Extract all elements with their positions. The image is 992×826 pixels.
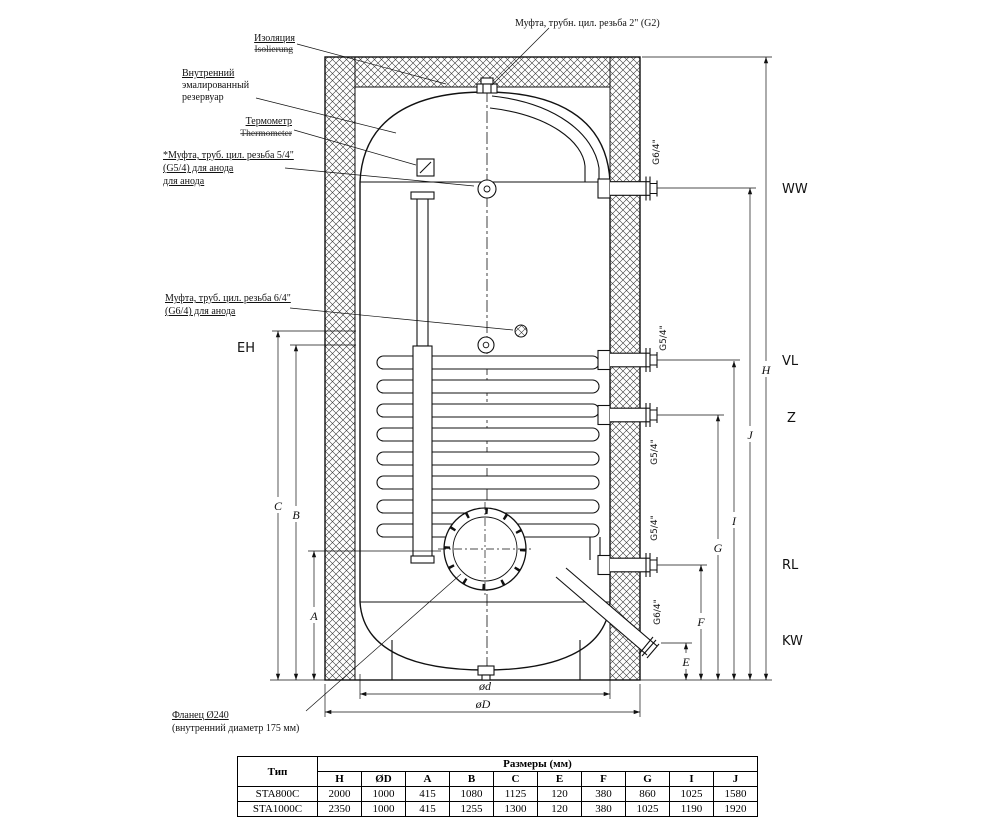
insulation-right [609, 56, 641, 681]
callout-g2: Муфта, трубн. цил. резьба 2" (G2) [515, 18, 660, 29]
callout-insulation-de: Isolierung [254, 45, 293, 55]
cell: 415 [405, 786, 450, 802]
cell: 1000 [361, 786, 406, 802]
thread-labels: G6/4" G5/4" G5/4" G5/4" G6/4" [650, 139, 669, 625]
callout-thermometer-de: Thermometer [240, 129, 293, 139]
cell: 2350 [317, 801, 362, 817]
col-H: H [317, 771, 362, 787]
heater-sleeve-tube [410, 191, 435, 564]
cell: 380 [581, 786, 626, 802]
label-eh: EH [237, 341, 255, 356]
col-F: F [581, 771, 626, 787]
tank-top-dome [359, 91, 611, 183]
dim-d-small: ød [478, 679, 492, 693]
label-kw: KW [782, 634, 803, 649]
cell: 1255 [449, 801, 494, 817]
col-G: G [625, 771, 670, 787]
dim-J: J [747, 428, 753, 442]
thread-vl: G5/4" [659, 325, 669, 351]
tank-bottom-dome [359, 601, 611, 671]
callout-tank-3: резервуар [182, 92, 224, 103]
insulation [324, 56, 641, 681]
dim-E: E [681, 655, 690, 669]
col-E: E [537, 771, 582, 787]
label-rl: RL [782, 558, 799, 573]
cell: 860 [625, 786, 670, 802]
col-J: J [713, 771, 758, 787]
thread-kw: G6/4" [653, 599, 663, 625]
dim-H: H [761, 363, 772, 377]
ww-riser-pipe [489, 95, 600, 182]
dimension-letters: H J I G F E C B A ød øD [271, 361, 773, 711]
callout-flange-1: Фланец Ø240 [172, 710, 229, 721]
anode [514, 324, 528, 338]
cell: 1000 [361, 801, 406, 817]
thread-rl: G5/4" [650, 515, 660, 541]
col-OD: ØD [361, 771, 406, 787]
callout-flange-2: (внутренний диаметр 175 мм) [172, 723, 299, 734]
callouts: Муфта, трубн. цил. резьба 2" (G2) Изоляц… [163, 18, 660, 734]
callout-g54-1: *Муфта, труб. цил. резьба 5/4" [163, 150, 294, 161]
dim-B: B [292, 508, 300, 522]
cell: 2000 [317, 786, 362, 802]
insulation-left [324, 56, 356, 681]
g2-top-fitting [476, 77, 498, 94]
callout-tank-1: Внутренний [182, 68, 235, 79]
callout-g64-2: (G6/4) для анода [165, 306, 236, 317]
thread-mid: G5/4" [650, 439, 660, 465]
col-A: A [405, 771, 450, 787]
label-vl: VL [782, 354, 799, 369]
cell: 415 [405, 801, 450, 817]
callout-g64-1: Муфта, труб. цил. резьба 6/4" [165, 293, 291, 304]
col-C: C [493, 771, 538, 787]
dimensions-table: Тип Размеры (мм) H ØD A B C E F G I J ST… [237, 756, 758, 817]
callout-g54-3: для анода [163, 176, 205, 187]
bottom-fitting [391, 640, 581, 681]
dim-d-big: øD [475, 697, 491, 711]
callout-insulation: Изоляция [254, 33, 295, 44]
table-row: STA1000C 2350 1000 415 1255 1300 120 380… [237, 801, 758, 817]
cell: 1190 [669, 801, 714, 817]
coupling-g64 [477, 336, 495, 354]
extension-lines [270, 56, 772, 717]
cell: 1080 [449, 786, 494, 802]
leader-lines [255, 27, 550, 712]
kw-outlet-pipe [555, 567, 660, 659]
flange [438, 502, 532, 596]
table-row: STA800C 2000 1000 415 1080 1125 120 380 … [237, 786, 758, 802]
coupling-g54 [477, 179, 497, 199]
dim-C: C [274, 499, 283, 513]
callout-tank-2: эмалированный [182, 80, 250, 91]
dim-G: G [714, 541, 723, 555]
thermometer [416, 158, 435, 177]
col-B: B [449, 771, 494, 787]
cell: 120 [537, 786, 582, 802]
label-z: Z [787, 411, 796, 426]
connection-labels: WW VL Z RL KW [782, 182, 808, 649]
cell: 1580 [713, 786, 758, 802]
table-caption: Размеры (мм) [317, 756, 758, 772]
table-header-type: Тип [237, 756, 318, 787]
label-ww: WW [782, 182, 808, 197]
col-I: I [669, 771, 714, 787]
cell: 1025 [669, 786, 714, 802]
dim-F: F [696, 615, 705, 629]
anode-couplings [477, 179, 528, 354]
cell: 1025 [625, 801, 670, 817]
callout-g54-2: (G5/4) для анода [163, 163, 234, 174]
model-name: STA800C [237, 786, 318, 802]
cell: 380 [581, 801, 626, 817]
cell: 1125 [493, 786, 538, 802]
cell: 120 [537, 801, 582, 817]
cell: 1300 [493, 801, 538, 817]
thread-ww: G6/4" [652, 139, 662, 165]
dim-I: I [731, 514, 737, 528]
model-name: STA1000C [237, 801, 318, 817]
cell: 1920 [713, 801, 758, 817]
dim-A: A [309, 609, 318, 623]
callout-thermometer: Термометр [246, 116, 292, 127]
